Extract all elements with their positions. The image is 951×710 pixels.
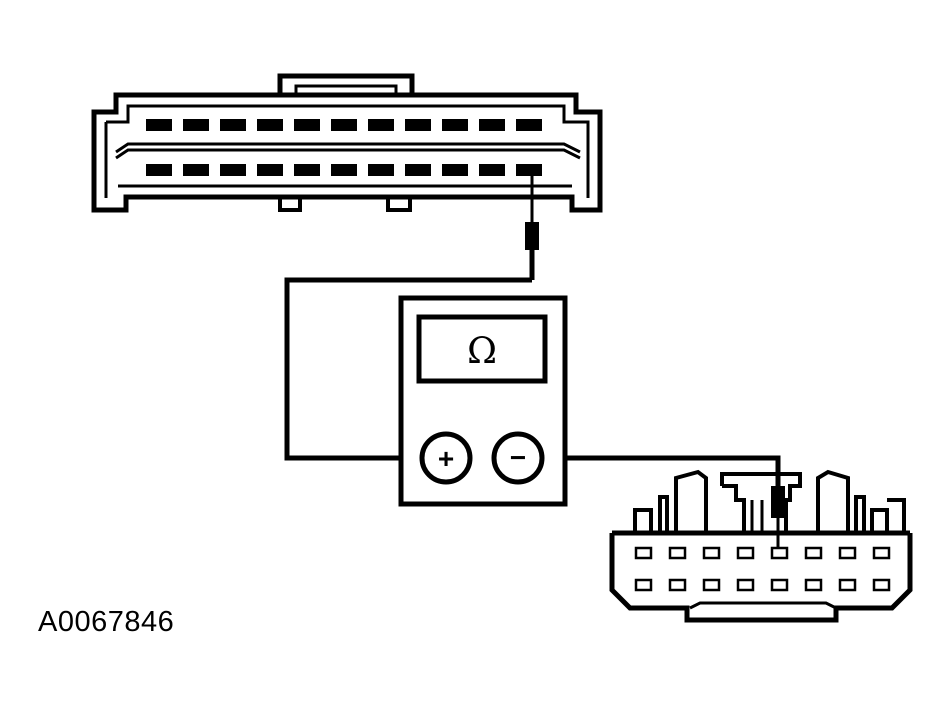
large-connector-pin — [220, 164, 246, 176]
small-connector-pin — [736, 546, 755, 560]
positive-lead-wire — [284, 277, 532, 461]
negative-lead-wire — [542, 455, 781, 478]
large-connector-pin — [405, 164, 431, 176]
large-connector — [91, 73, 603, 213]
small-connector-pin — [668, 578, 687, 592]
large-connector-pin — [479, 164, 505, 176]
small-connector-pin — [702, 546, 721, 560]
large-connector-pin — [405, 119, 431, 131]
large-connector-pin — [516, 119, 542, 131]
small-connector-pin — [804, 546, 823, 560]
small-connector-pin — [838, 546, 857, 560]
large-connector-pin — [146, 164, 172, 176]
large-connector-pins — [146, 119, 542, 176]
positive-terminal — [419, 431, 473, 485]
small-connector — [609, 469, 913, 623]
small-connector-pin — [770, 546, 789, 560]
small-connector-pin — [872, 546, 891, 560]
positive-terminal-symbol: + — [438, 443, 454, 474]
large-connector-pin — [146, 119, 172, 131]
large-connector-pin — [257, 119, 283, 131]
meter-display — [416, 314, 548, 384]
large-connector-pin — [294, 164, 320, 176]
small-connector-pin — [668, 546, 687, 560]
figure-id-label: A0067846 — [38, 606, 175, 638]
large-connector-pin — [331, 164, 357, 176]
large-connector-pin — [257, 164, 283, 176]
ohm-symbol: Ω — [467, 331, 497, 372]
small-connector-pins — [634, 546, 891, 592]
large-connector-pin — [442, 164, 468, 176]
small-connector-pin — [736, 578, 755, 592]
ohmmeter: Ω + − — [398, 295, 568, 507]
large-connector-pin — [331, 119, 357, 131]
negative-test-probe — [771, 478, 785, 548]
large-connector-pin — [442, 119, 468, 131]
small-connector-pin — [804, 578, 823, 592]
large-connector-pin — [368, 119, 394, 131]
small-connector-pin — [770, 578, 789, 592]
positive-test-probe — [525, 168, 539, 280]
large-connector-pin — [220, 119, 246, 131]
large-connector-pin — [368, 164, 394, 176]
negative-terminal — [491, 431, 545, 485]
large-connector-pin — [183, 164, 209, 176]
small-connector-pin — [634, 546, 653, 560]
small-connector-pin — [838, 578, 857, 592]
small-connector-pin — [872, 578, 891, 592]
large-connector-pin — [479, 119, 505, 131]
large-connector-pin — [516, 164, 542, 176]
small-connector-pin — [634, 578, 653, 592]
small-connector-pin — [702, 578, 721, 592]
large-connector-pin — [183, 119, 209, 131]
large-connector-pin — [294, 119, 320, 131]
negative-terminal-symbol: − — [510, 442, 526, 473]
